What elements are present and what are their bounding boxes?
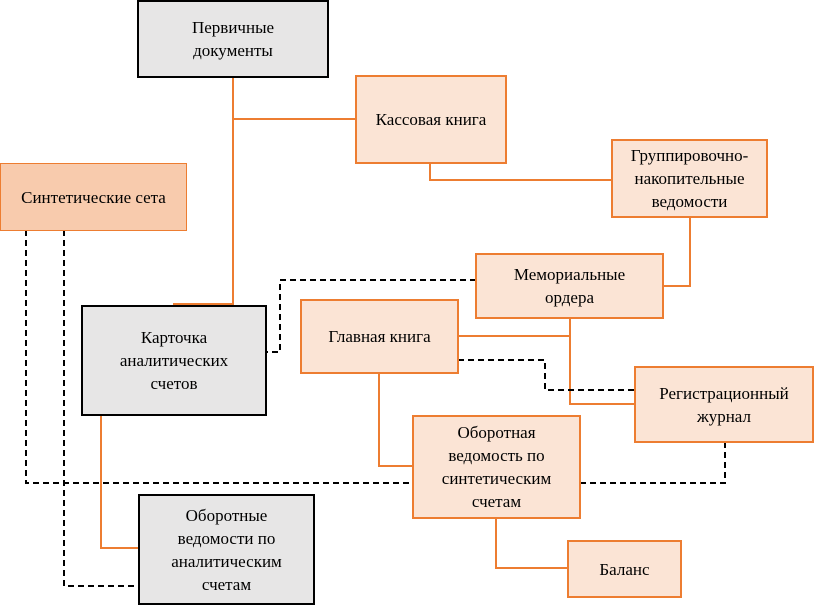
general-ledger-label: Главная книга [328, 327, 431, 346]
analytical-cards-label: Карточка аналитических счетов [119, 328, 229, 393]
grouping-statements-node: Группировочно- накопительные ведомости [611, 139, 768, 218]
grouping-statements-label: Группировочно- накопительные ведомости [630, 146, 749, 211]
cash-book-node: Кассовая книга [355, 75, 507, 164]
connector-grouping-to-memorial [662, 217, 691, 287]
primary-documents-node: Первичные документы [137, 0, 329, 78]
synthetic-accounts-label: Синтетические сета [21, 187, 166, 207]
synthetic-turnover-node: Оборотная ведомость по синтетическим сче… [412, 415, 581, 519]
registration-journal-label: Регистрационный журнал [659, 383, 789, 426]
connector-cash-book-to-grouping [429, 163, 612, 181]
analytical-turnover-label: Оборотные ведомости по аналитическим сче… [171, 505, 282, 594]
registration-journal-node: Регистрационный журнал [634, 366, 814, 443]
connector-primary-to-analytical-cards [173, 78, 234, 305]
analytical-turnover-node: Оборотные ведомости по аналитическим сче… [138, 494, 315, 605]
memorial-orders-node: Мемориальные ордера [475, 253, 664, 319]
balance-label: Баланс [599, 559, 650, 579]
dashed-synthetic-to-analytical-turnover [63, 230, 139, 587]
connector-synthetic-turnover-to-balance [495, 518, 568, 569]
dashed-memorial-to-cards [266, 279, 476, 353]
cash-book-label: Кассовая книга [375, 110, 487, 129]
analytical-cards-node: Карточка аналитических счетов [81, 305, 267, 416]
memorial-orders-label: Мемориальные ордера [513, 265, 626, 307]
dashed-registration-to-synthetic-turnover [580, 442, 726, 484]
dashed-ledger-to-registration [458, 359, 635, 391]
connector-ledger-to-synthetic-turnover [378, 373, 413, 467]
dashed-synthetic-to-synthetic-turnover [25, 230, 413, 484]
connector-cards-to-analytical-turnover [100, 415, 139, 549]
balance-node: Баланс [567, 540, 682, 598]
general-ledger-node: Главная книга [300, 299, 459, 374]
connector-memorial-to-registration [569, 318, 635, 405]
primary-documents-label: Первичные документы [191, 18, 275, 60]
synthetic-accounts-node: Синтетические сета [0, 163, 187, 231]
synthetic-turnover-label: Оборотная ведомость по синтетическим сче… [441, 423, 552, 511]
